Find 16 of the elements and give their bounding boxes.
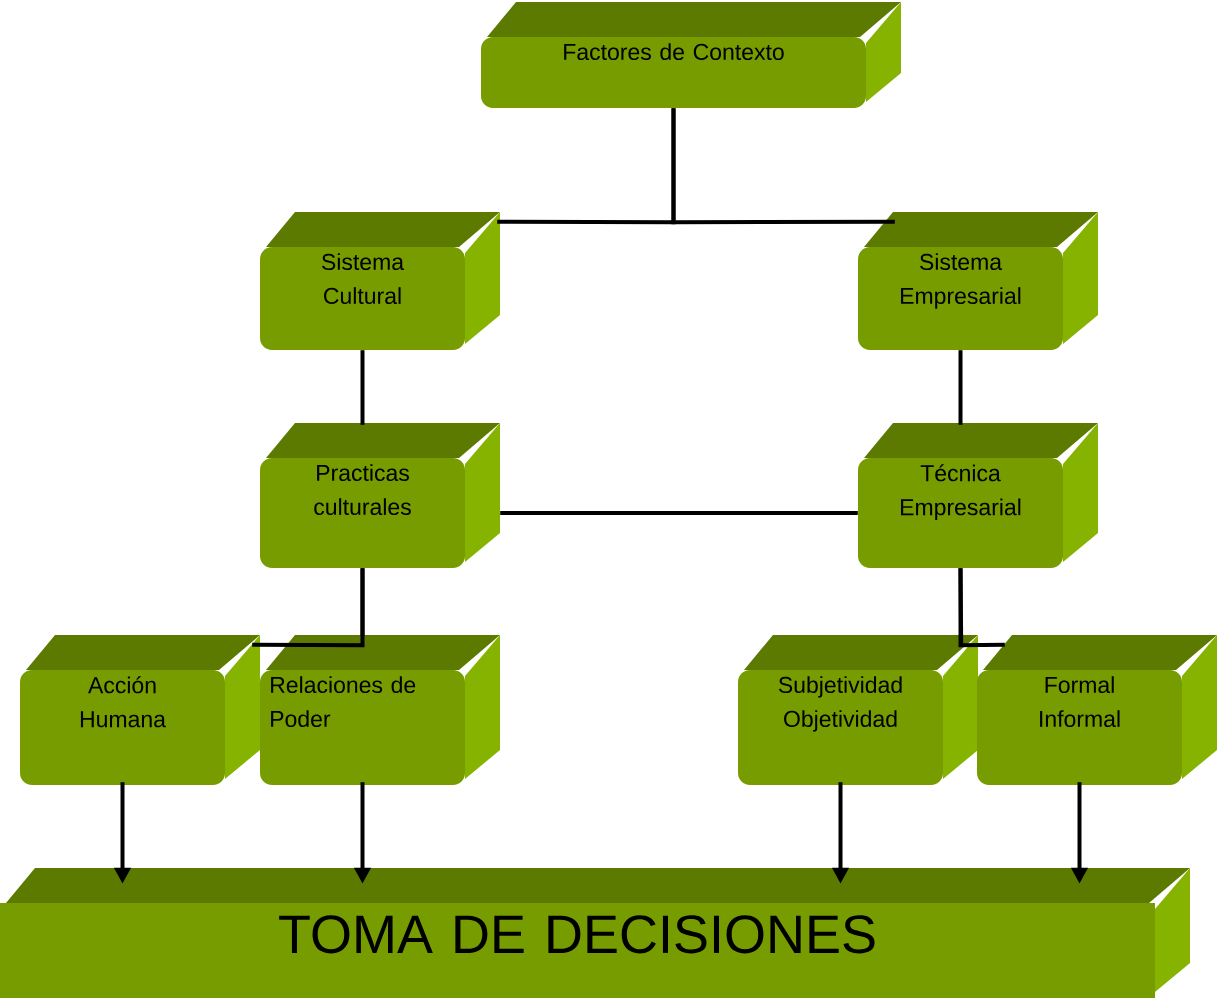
cube-box: TOMA DE DECISIONES bbox=[0, 868, 1190, 998]
cube-box: Sistema Cultural bbox=[260, 212, 500, 350]
connector bbox=[958, 568, 1005, 648]
cube-box: Formal Informal bbox=[977, 635, 1217, 785]
cube-box: Subjetividad Objetividad bbox=[738, 635, 978, 785]
connector bbox=[360, 568, 365, 636]
cube-box: Factores de Contexto bbox=[481, 2, 901, 108]
cube-box: Sistema Empresarial bbox=[858, 212, 1098, 350]
cube-box: Practicas culturales bbox=[260, 423, 500, 568]
connector bbox=[671, 108, 895, 225]
cube-box: Acción Humana bbox=[20, 635, 260, 785]
connector bbox=[360, 350, 365, 425]
cube-box: Técnica Empresarial bbox=[858, 423, 1098, 568]
cube-box: Relaciones de Poder bbox=[260, 635, 500, 785]
connector bbox=[958, 350, 963, 425]
connector bbox=[500, 511, 858, 515]
